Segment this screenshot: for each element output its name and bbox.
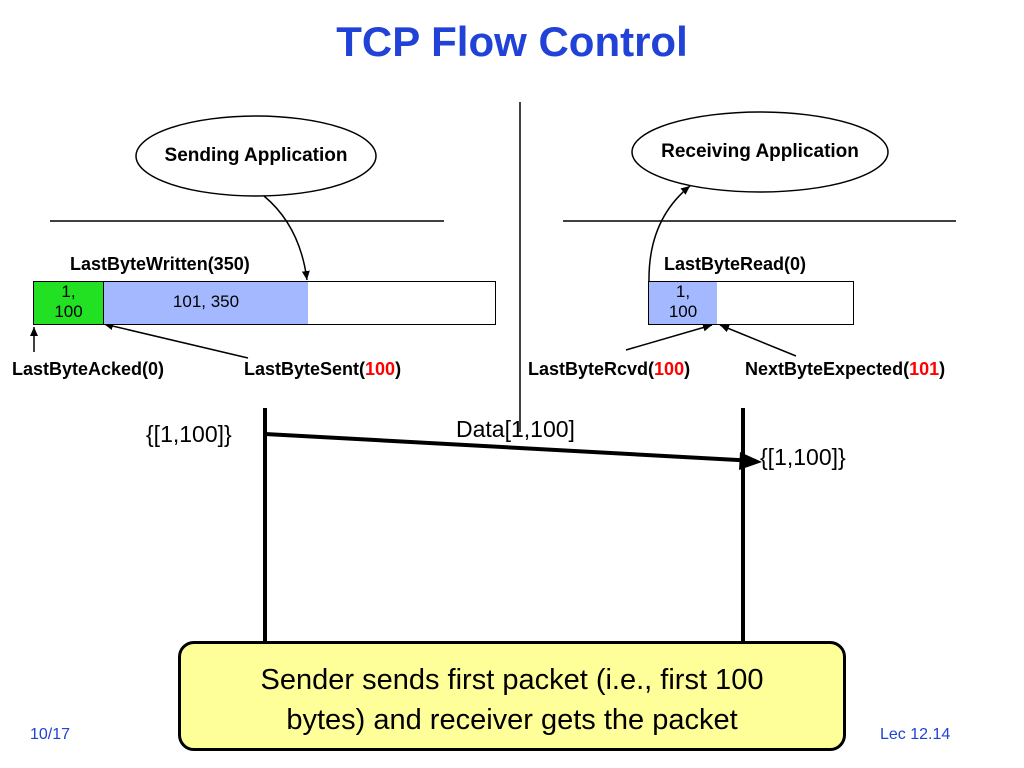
next-byte-expected-suffix: ): [939, 359, 946, 379]
read-arrow: [648, 185, 691, 283]
rcvd-segment-line2: 100: [668, 302, 698, 321]
rcvd-arrow: [625, 323, 713, 351]
next-byte-expected-label: NextByteExpected(101): [745, 359, 945, 380]
last-byte-rcvd-prefix: LastByteRcvd(: [528, 359, 655, 379]
explanation-callout: Sender sends first packet (i.e., first 1…: [178, 641, 846, 751]
rcvd-segment-line1: 1,: [675, 282, 691, 301]
acked-segment-line2: 100: [54, 302, 83, 321]
footer-date: 10/17: [30, 726, 71, 743]
last-byte-rcvd-label: LastByteRcvd(100): [528, 359, 690, 380]
receiving-application-label: Receiving Application: [661, 141, 859, 162]
last-byte-rcvd-value: 100: [654, 359, 685, 379]
acked-segment-line1: 1,: [61, 282, 76, 301]
last-byte-sent-prefix: LastByteSent(: [244, 359, 366, 379]
written-arrow: [263, 195, 310, 281]
data-packet-arrowhead: [739, 452, 762, 470]
sent-arrow: [103, 322, 249, 359]
next-byte-expected-value: 101: [909, 359, 940, 379]
last-byte-rcvd-suffix: ): [684, 359, 691, 379]
sending-app-ellipse: [135, 115, 377, 197]
next-expected-arrow: [719, 324, 797, 357]
data-message-label: Data[1,100]: [456, 416, 575, 442]
sending-application-label: Sending Application: [164, 145, 348, 166]
sender-buffer: 1, 100 101, 350: [33, 281, 496, 325]
receiving-app-ellipse: [631, 111, 889, 193]
data-packet-arrow: [264, 432, 757, 463]
acked-segment: 1, 100: [34, 282, 104, 324]
last-byte-written-label: LastByteWritten(350): [70, 254, 250, 274]
rcvd-segment: 1, 100: [649, 282, 717, 324]
last-byte-sent-label: LastByteSent(100): [244, 359, 401, 380]
sender-set-label: {[1,100]}: [146, 421, 232, 447]
sent-segment: 101, 350: [104, 282, 308, 324]
sent-segment-label: 101, 350: [172, 292, 240, 311]
callout-line2: bytes) and receiver gets the packet: [286, 704, 738, 736]
receiver-buffer: 1, 100: [648, 281, 854, 325]
callout-line1: Sender sends first packet (i.e., first 1…: [260, 664, 764, 696]
receiver-set-label: {[1,100]}: [760, 444, 846, 470]
last-byte-sent-value: 100: [365, 359, 396, 379]
footer-lecture: Lec 12.14: [880, 726, 951, 743]
last-byte-sent-suffix: ): [395, 359, 402, 379]
last-byte-read-label: LastByteRead(0): [664, 254, 807, 274]
last-byte-acked-label: LastByteAcked(0): [12, 359, 165, 379]
slide-title: TCP Flow Control: [336, 18, 688, 65]
next-byte-expected-prefix: NextByteExpected(: [745, 359, 910, 379]
